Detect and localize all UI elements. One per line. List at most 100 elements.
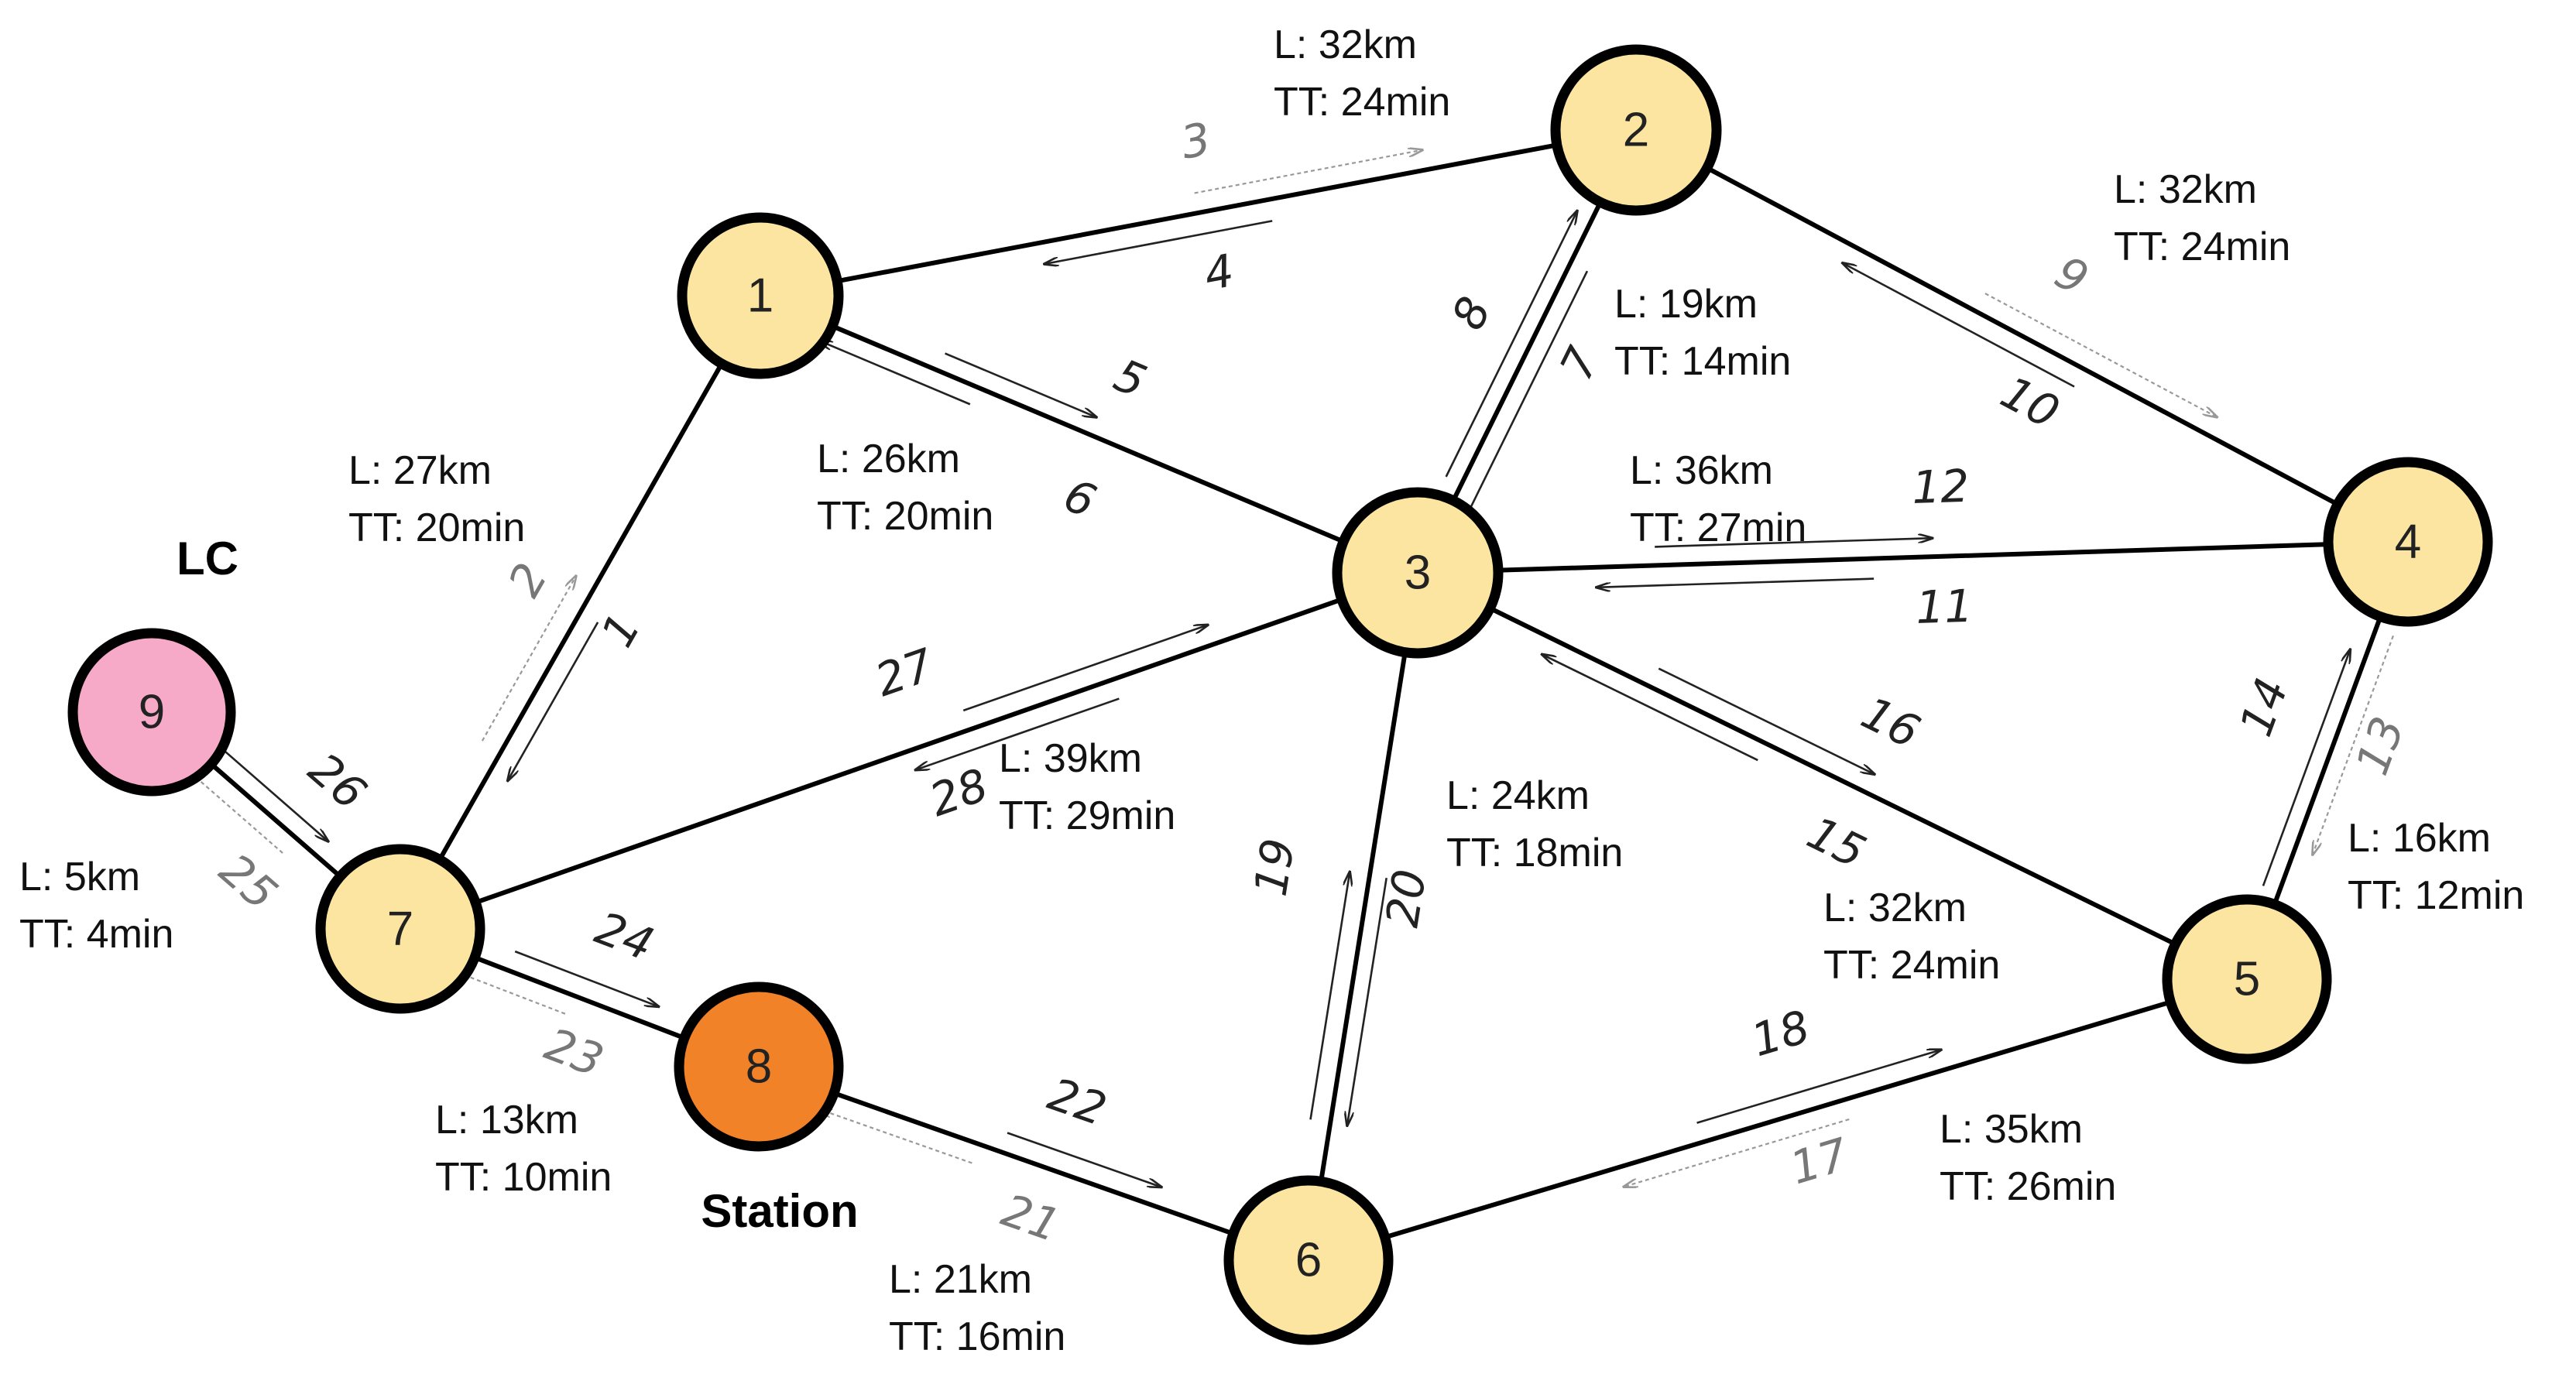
arc-number-label: 8 (1442, 289, 1501, 337)
edge-length-label: L: 24km (1446, 773, 1590, 818)
edge-1-2 (760, 128, 1637, 298)
edge-length-label: L: 26km (817, 437, 960, 481)
arc-number-label: 18 (1745, 1000, 1815, 1067)
node-number: 6 (1295, 1234, 1322, 1287)
arc-arrow-11 (1597, 577, 1875, 588)
arc-number-label: 4 (1200, 244, 1238, 301)
edge-length-label: L: 32km (1274, 22, 1417, 67)
edge-length-label: L: 21km (889, 1257, 1032, 1302)
arc-arrow-12 (1655, 538, 1932, 548)
edge-travel-time-label: TT: 16min (889, 1314, 1065, 1359)
node-2: 2 (1550, 44, 1722, 216)
arc-arrow-16 (1658, 667, 1874, 775)
node-1: 1 (677, 212, 844, 379)
node-number: 1 (747, 269, 773, 323)
arc-arrow-8 (1445, 211, 1577, 478)
edge-8-6 (758, 1064, 1309, 1263)
arc-arrow-18 (1696, 1050, 1941, 1124)
arc-number-label: 7 (1550, 339, 1610, 388)
node-7: 7 (315, 844, 485, 1014)
arc-arrow-24 (514, 950, 658, 1006)
arc-arrow-1 (508, 622, 599, 781)
arc-arrow-14 (2262, 649, 2350, 886)
arc-number-label: 1 (591, 605, 650, 656)
arc-arrow-17 (1624, 1118, 1850, 1187)
edge-6-3 (1306, 572, 1420, 1261)
arc-arrow-6 (819, 341, 971, 406)
edge-length-label: L: 5km (19, 855, 140, 899)
arc-arrow-22 (1007, 1132, 1161, 1187)
node-3: 3 (1332, 487, 1504, 659)
node-circle (2162, 894, 2332, 1064)
arc-number-label: 6 (1057, 468, 1103, 528)
edge-length-label: L: 36km (1630, 448, 1773, 493)
arc-number-label: 20 (1376, 866, 1437, 931)
node-number: 3 (1405, 546, 1431, 600)
node-circle (315, 844, 485, 1014)
arc-arrow-2 (481, 576, 576, 742)
arc-number-label: 21 (995, 1184, 1066, 1252)
arc-number-label: 28 (923, 759, 994, 827)
edge-3-5 (1416, 570, 2248, 982)
arc-number-label: 16 (1854, 687, 1928, 759)
edge-length-label: L: 13km (435, 1098, 578, 1143)
edge-travel-time-label: TT: 18min (1446, 831, 1623, 875)
arc-arrow-19 (1309, 872, 1350, 1120)
arc-arrow-9 (1984, 293, 2217, 417)
arc-arrow-20 (1347, 877, 1387, 1125)
node-number: 4 (2395, 516, 2421, 569)
edge-travel-time-label: TT: 29min (999, 793, 1175, 838)
edge-1-3 (759, 293, 1419, 575)
node-5: 5 (2162, 894, 2332, 1064)
edge-length-label: L: 19km (1614, 282, 1758, 327)
edge-length-label: L: 39km (999, 736, 1142, 781)
arc-number-label: 26 (299, 742, 376, 820)
node-circle (674, 982, 844, 1152)
arc-number-label: 22 (1041, 1067, 1113, 1136)
arc-number-label: 12 (1911, 460, 1970, 514)
edge-length-label: L: 27km (348, 448, 492, 493)
node-number: 7 (387, 903, 413, 956)
node-caption: Station (701, 1185, 858, 1237)
edge-travel-time-label: TT: 4min (19, 912, 173, 957)
arc-arrow-5 (945, 352, 1096, 417)
arc-arrow-25 (163, 749, 283, 854)
node-circle (677, 212, 844, 379)
node-caption: LC (177, 533, 238, 584)
arc-arrow-15 (1542, 655, 1758, 762)
edge-travel-time-label: TT: 26min (1940, 1164, 2116, 1209)
arc-number-label: 9 (2046, 245, 2097, 305)
node-circle (1223, 1175, 1394, 1345)
arc-arrow-7 (1456, 270, 1589, 536)
arc-arrow-4 (1044, 220, 1273, 264)
edge-7-1 (398, 294, 763, 930)
edge-travel-time-label: TT: 24min (2114, 224, 2290, 269)
arc-arrow-3 (1194, 150, 1422, 194)
arc-number-label: 5 (1107, 348, 1154, 408)
edge-7-3 (400, 570, 1418, 931)
node-circle (1550, 44, 1722, 216)
node-number: 9 (139, 686, 165, 739)
edge-3-4 (1417, 540, 2409, 575)
arc-arrow-26 (208, 736, 328, 841)
node-circle (2323, 457, 2493, 627)
arc-number-label: 27 (869, 639, 940, 707)
node-9: 9 LC (67, 533, 238, 797)
